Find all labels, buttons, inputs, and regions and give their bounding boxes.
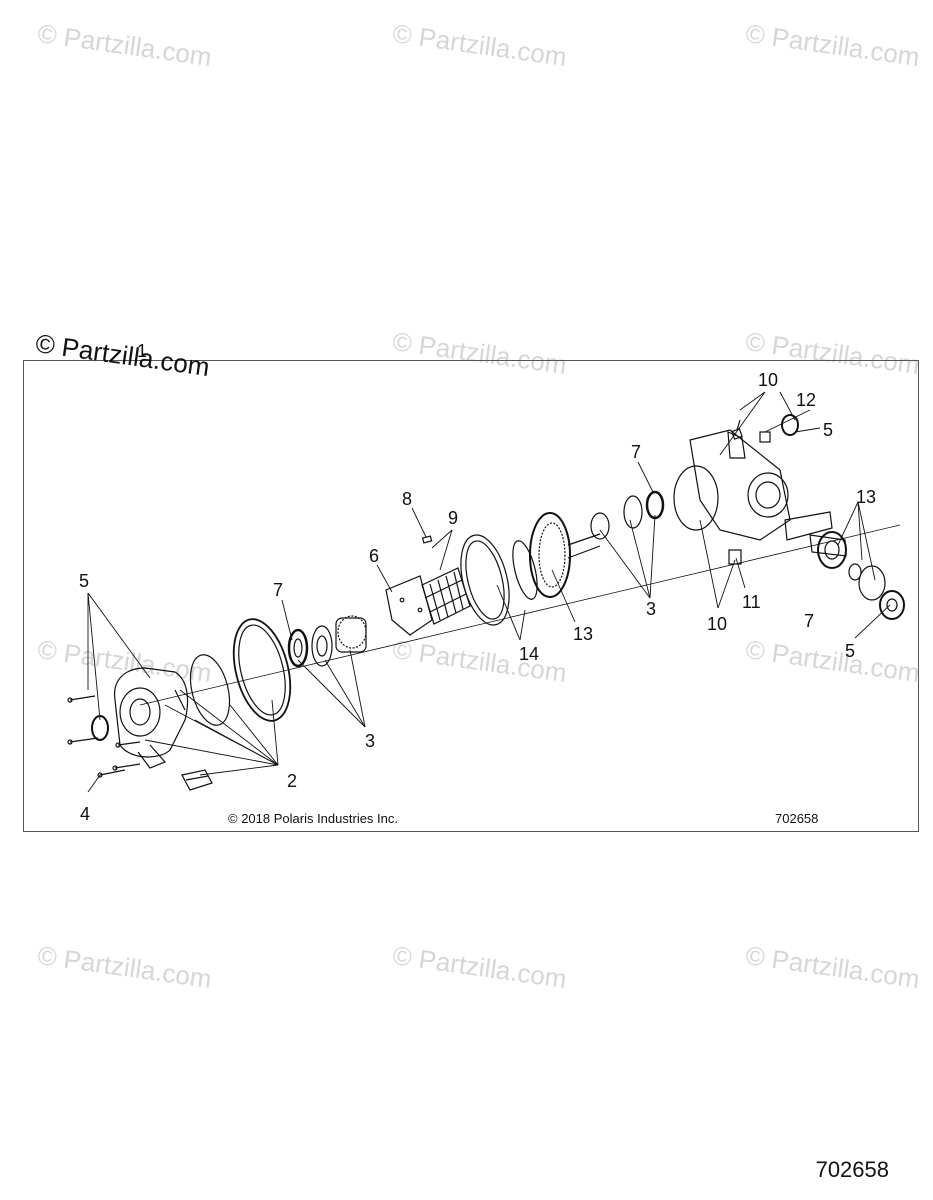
callout-13: 13 (856, 487, 876, 507)
plug (759, 431, 771, 443)
callout-12: 12 (796, 390, 816, 410)
callout-10: 10 (707, 614, 727, 634)
callout-3: 3 (365, 731, 375, 751)
callout-5: 5 (79, 571, 89, 591)
drain-plug (728, 549, 742, 565)
callout-labels: 1 5 4 2 7 3 6 8 9 14 13 3 7 10 12 5 13 1… (79, 341, 876, 824)
callout-7: 7 (273, 580, 283, 600)
callout-10: 10 (758, 370, 778, 390)
callout-8: 8 (402, 489, 412, 509)
page-reference-number: 702658 (815, 1157, 889, 1182)
seal (91, 715, 109, 741)
diagram-number: 702658 (775, 811, 819, 826)
copyright-notice: © 2018 Polaris Industries Inc. (228, 811, 398, 826)
callout-5: 5 (845, 641, 855, 661)
cover-plate (385, 575, 433, 636)
seal-top (781, 414, 799, 436)
washer (879, 590, 905, 620)
callout-9: 9 (448, 508, 458, 528)
callout-7: 7 (804, 611, 814, 631)
callout-14: 14 (519, 644, 539, 664)
diagram-frame (23, 360, 919, 832)
vent-fitting (731, 419, 743, 440)
callout-5: 5 (823, 420, 833, 440)
callout-13: 13 (573, 624, 593, 644)
callout-4: 4 (80, 804, 90, 824)
output-bearing (817, 531, 847, 569)
shaft-axis-line (139, 524, 901, 706)
bearing-right (590, 490, 665, 540)
armature-plate (460, 534, 538, 626)
pin (421, 535, 433, 544)
shim-set (181, 769, 213, 791)
roller-cage (421, 567, 471, 625)
callout-2: 2 (287, 771, 297, 791)
bolts (67, 695, 141, 778)
callout-6: 6 (369, 546, 379, 566)
leader-lines (87, 391, 891, 793)
main-housing (673, 429, 791, 541)
callout-7: 7 (631, 442, 641, 462)
snap-rings (189, 618, 292, 726)
callout-11: 11 (742, 592, 761, 612)
callout-3: 3 (646, 599, 656, 619)
bearing-left (287, 625, 333, 668)
o-rings (848, 563, 886, 601)
drive-gear (335, 615, 367, 653)
callout-1: 1 (137, 341, 147, 361)
end-cover-housing (114, 667, 189, 769)
ring-gear (529, 512, 601, 598)
